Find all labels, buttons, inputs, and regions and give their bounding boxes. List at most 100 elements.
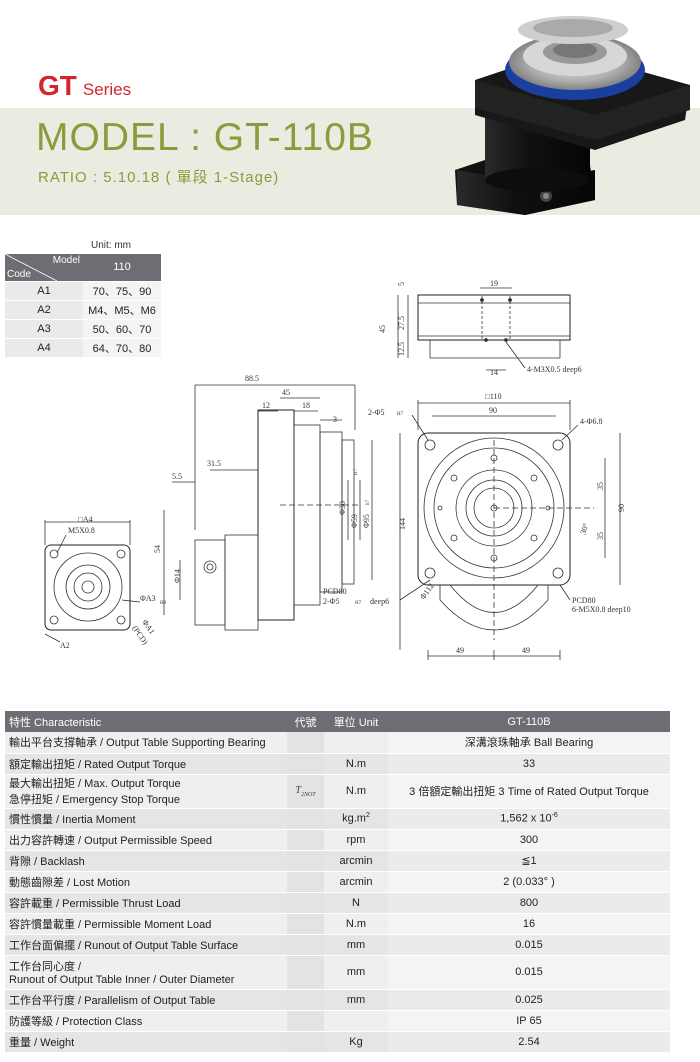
model-label: Model	[52, 255, 80, 266]
dim-d30: Φ30	[338, 501, 347, 515]
spec-header: 特性 Characteristic 代號 單位 Unit GT-110B	[5, 711, 670, 732]
spec-cell: rpm	[324, 829, 388, 851]
dim-5: 5	[397, 282, 406, 286]
dim-19: 19	[490, 279, 498, 288]
diagonal-line	[5, 254, 57, 281]
top-view-labels: 5 27.5 45 12.5 19 14 4-M3X0.5 deep6	[378, 279, 582, 377]
series-main: GT	[38, 70, 77, 101]
spec-cell: mm	[324, 955, 388, 990]
spec-cell: IP 65	[388, 1010, 670, 1032]
dim-45: 45	[378, 325, 387, 333]
spec-cell: mm	[324, 989, 388, 1011]
dim-14: 14	[490, 368, 498, 377]
spec-cell: Kg	[324, 1031, 388, 1053]
spec-cell: 慣性慣量 / Inertia Moment	[5, 808, 287, 830]
dim-90-right: 90	[617, 504, 626, 512]
spec-cell: 16	[388, 913, 670, 935]
dim-h8: H8	[160, 601, 167, 606]
pcd80-left: PCD80	[323, 587, 347, 596]
dim-4-d68: 4-Φ6.8	[580, 417, 603, 426]
spec-cell: 工作台同心度 /Runout of Output Table Inner / O…	[5, 955, 287, 990]
series-title: GT Series	[38, 70, 131, 102]
spec-cell: 額定輸出扭矩 / Rated Output Torque	[5, 753, 287, 775]
spec-cell: 輸出平台支撐軸承 / Output Table Supporting Beari…	[5, 732, 287, 754]
spec-cell: N.m	[324, 913, 388, 935]
spec-cell: kg.m2	[324, 808, 388, 830]
spec-cell	[287, 934, 324, 956]
dim-6-m5: 6-M5X0.8 deep10	[572, 605, 631, 614]
header-symbol: 代號	[287, 711, 324, 732]
dim-90-top: 90	[489, 406, 497, 415]
spec-cell: 重量 / Weight	[5, 1031, 287, 1053]
code-cell: A4	[5, 338, 83, 358]
dim-a3: ΦA3	[140, 594, 156, 603]
dim-h7d: H7	[355, 601, 362, 606]
spec-cell	[287, 829, 324, 851]
value-cell: 50、60、70	[83, 319, 161, 339]
spec-cell: 2.54	[388, 1031, 670, 1053]
engineering-drawing: 5 27.5 45 12.5 19 14 4-M3X0.5 deep6	[44, 279, 631, 660]
dim-deep6: deep6	[370, 597, 389, 606]
dim-35b: 35	[596, 532, 605, 540]
unit-label: Unit: mm	[91, 240, 131, 251]
dim-27-5: 27.5	[397, 316, 406, 330]
spec-cell: 容許載重 / Permissible Thrust Load	[5, 892, 287, 914]
spec-row: 工作台同心度 /Runout of Output Table Inner / O…	[5, 955, 670, 990]
code-cell: A1	[5, 281, 83, 301]
spec-cell	[287, 871, 324, 893]
top-view: 5 27.5 45 12.5 19 14 4-M3X0.5 deep6	[378, 279, 582, 377]
value-cell: 64、70、80	[83, 338, 161, 358]
dim-d95: Φ95	[362, 514, 371, 528]
dim-m5: M5X0.8	[68, 526, 95, 535]
dim-144: 144	[398, 518, 407, 530]
spec-cell: N	[324, 892, 388, 914]
spec-cell	[287, 753, 324, 775]
spec-cell: 0.015	[388, 934, 670, 956]
side-view: 88.5 45 12 18 3 31.5 5.5 54 Φ14 Φ30 Φ59 …	[153, 374, 373, 631]
spec-cell: 容許慣量載重 / Permissible Moment Load	[5, 913, 287, 935]
front-view: □110 90 2-Φ5 H7 4-Φ6.8 144 35 35 90 30° …	[323, 392, 631, 660]
ratio-text: RATIO : 5.10.18 ( 單段 1-Stage)	[38, 169, 280, 186]
adapter-view: □A4 M5X0.8 ΦA3 H8 ΦA1 (PCD) A2	[44, 515, 167, 650]
dim-31-5: 31.5	[207, 459, 221, 468]
spec-cell	[287, 850, 324, 872]
dim-d59: Φ59	[350, 514, 359, 528]
spec-cell	[324, 1010, 388, 1032]
spec-cell: 工作台平行度 / Parallelism of Output Table	[5, 989, 287, 1011]
spec-cell: 工作台面偏擺 / Runout of Output Table Surface	[5, 934, 287, 956]
spec-cell: 出力容許轉速 / Output Permissible Speed	[5, 829, 287, 851]
dim-2-d5: 2-Φ5	[368, 408, 385, 417]
series-sub: Series	[82, 80, 132, 99]
spec-cell: 深溝滾珠軸承 Ball Bearing	[388, 732, 670, 754]
spec-cell: ≦1	[388, 850, 670, 872]
spec-cell: N.m	[324, 753, 388, 775]
spec-cell	[287, 913, 324, 935]
product-image	[455, 16, 690, 215]
spec-cell: 1,562 x 10-6	[388, 808, 670, 830]
dim-3: 3	[333, 415, 337, 424]
value-cell: M4、M5、M6	[83, 300, 161, 320]
value-cell: 70、75、90	[83, 281, 161, 301]
spec-cell	[287, 1031, 324, 1053]
dim-5-5: 5.5	[172, 472, 182, 481]
spec-cell	[287, 989, 324, 1011]
dim-2-d5-deep: 2-Φ5	[323, 597, 340, 606]
spec-row: 輸出平台支撐軸承 / Output Table Supporting Beari…	[5, 732, 670, 754]
dim-88-5: 88.5	[245, 374, 259, 383]
spec-cell: 防護等級 / Protection Class	[5, 1010, 287, 1032]
side-view-labels: 88.5 45 12 18 3 31.5 5.5 54 Φ14 Φ30 Φ59 …	[153, 374, 371, 583]
header-unit: 單位 Unit	[324, 711, 388, 732]
code-cell: A2	[5, 300, 83, 320]
dim-18: 18	[302, 401, 310, 410]
dim-a4: □A4	[78, 515, 93, 524]
spec-cell: 2 (0.033° )	[388, 871, 670, 893]
dim-35a: 35	[596, 482, 605, 490]
dim-54: 54	[153, 545, 162, 553]
